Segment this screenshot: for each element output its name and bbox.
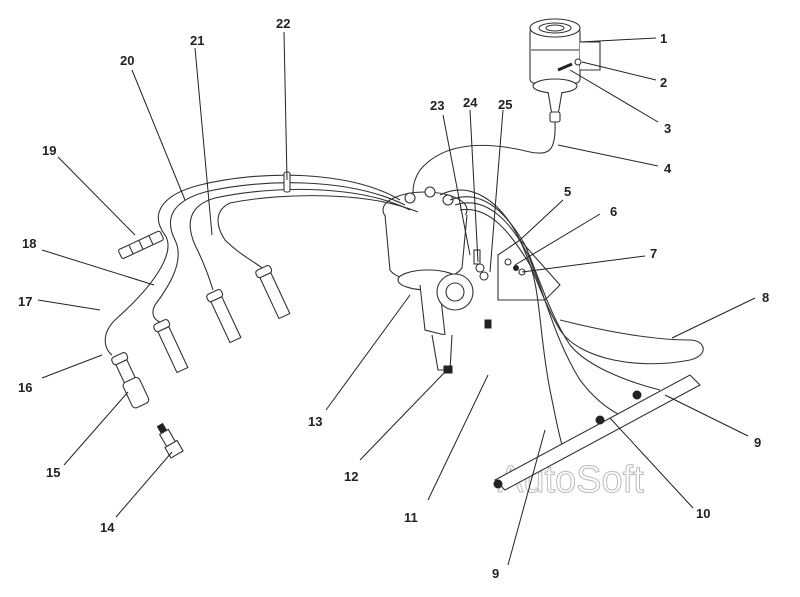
callout-11: 11: [404, 510, 418, 525]
lead-clip: [118, 230, 164, 259]
callout-9a: 9: [754, 435, 761, 450]
callout-5: 5: [564, 184, 571, 199]
callout-8: 8: [762, 290, 769, 305]
callout-13: 13: [308, 414, 322, 429]
coil-lead: [412, 121, 556, 211]
callout-19: 19: [42, 143, 56, 158]
callout-25: 25: [498, 97, 512, 112]
callout-23: 23: [430, 98, 444, 113]
callout-2: 2: [660, 75, 667, 90]
callout-18: 18: [22, 236, 36, 251]
callout-6: 6: [610, 204, 617, 219]
callout-16: 16: [18, 380, 32, 395]
leader-lines: [37, 31, 756, 566]
callout-12: 12: [344, 469, 358, 484]
spark-plug: [156, 422, 184, 459]
callout-24: 24: [463, 95, 478, 110]
callout-21: 21: [190, 33, 204, 48]
callout-4: 4: [664, 161, 672, 176]
callout-labels: 1 2 3 4 5 6 7 8 9 9 10 11 12 13 14 15 16…: [18, 16, 769, 581]
plug-cap: [122, 376, 150, 409]
callout-10: 10: [696, 506, 710, 521]
plug-boots-left: [111, 265, 291, 393]
callout-20: 20: [120, 53, 134, 68]
callout-14: 14: [100, 520, 115, 535]
callout-3: 3: [664, 121, 671, 136]
vacuum-hose: [443, 319, 513, 374]
lead-harness: [104, 171, 704, 456]
clamp-hardware: [473, 249, 489, 281]
distributor: [382, 186, 474, 371]
callout-17: 17: [18, 294, 32, 309]
callout-15: 15: [46, 465, 60, 480]
lead-bracket: [497, 239, 561, 301]
plug-boots-right: [493, 374, 701, 491]
callout-7: 7: [650, 246, 657, 261]
callout-1: 1: [660, 31, 667, 46]
callout-9b: 9: [492, 566, 499, 581]
callout-22: 22: [276, 16, 290, 31]
ignition-coil: [529, 18, 601, 123]
